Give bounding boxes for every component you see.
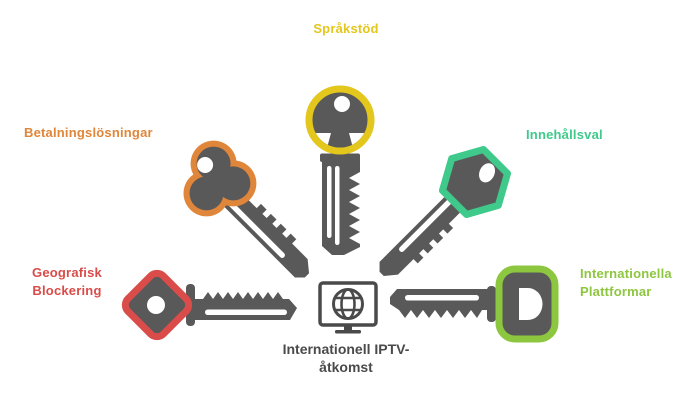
keyhole — [147, 296, 165, 314]
round-key-icon — [305, 85, 375, 255]
label-sprakstod: Språkstöd — [313, 21, 379, 36]
label-geografisk-blockering: Geografisk Blockering — [16, 264, 118, 299]
keyhole — [479, 163, 496, 183]
label-internationella-plattformar: Internationella Plattformar — [580, 265, 672, 300]
label-central-line1: Internationell IPTV- — [282, 341, 410, 357]
keyhole — [334, 96, 350, 112]
keyhole — [519, 288, 543, 320]
label-internationella-line2: Plattformar — [580, 283, 652, 299]
hexagon-key-icon — [379, 145, 512, 277]
monitor-globe-icon — [318, 281, 378, 334]
label-betalningslosningar: Betalningslösningar — [24, 125, 153, 140]
label-central-iptv: Internationell IPTV- åtkomst — [263, 340, 429, 377]
label-geografisk-line2: Blockering — [32, 282, 102, 298]
label-central-line2: åtkomst — [319, 359, 373, 376]
label-internationella-line1: Internationella — [580, 266, 672, 281]
diamond-key-icon — [121, 269, 297, 341]
label-innehallsval: Innehållsval — [526, 127, 603, 142]
car-key-icon — [390, 265, 559, 343]
label-geografisk-line1: Geografisk — [32, 265, 102, 280]
clover-key-icon — [183, 140, 310, 278]
keyhole — [197, 157, 214, 174]
